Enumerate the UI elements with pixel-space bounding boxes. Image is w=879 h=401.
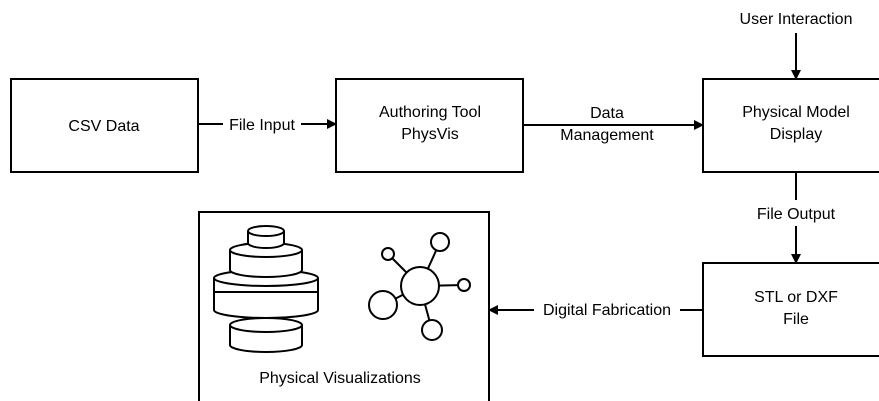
csv-data-node: CSV Data <box>10 78 199 173</box>
edge-label-file-input: File Input <box>229 117 295 134</box>
edge-label-data-management-line1: Data <box>590 105 624 122</box>
authoring-tool-node: Authoring Tool PhysVis <box>335 78 524 173</box>
edge-label-data-management-line2: Management <box>560 127 654 144</box>
physical-model-display-node: Physical Model Display <box>702 78 879 173</box>
network-node-icon <box>368 232 471 341</box>
authoring-tool-label-line1: Authoring Tool <box>379 104 481 121</box>
edge-label-digital-fabrication: Digital Fabrication <box>543 302 671 319</box>
physical-visualizations-node: Physical Visualizations <box>198 211 490 401</box>
physical-model-display-label-line2: Display <box>770 126 822 143</box>
physical-visualizations-label: Physical Visualizations <box>259 370 421 387</box>
stl-dxf-file-node: STL or DXF File <box>702 262 879 357</box>
stacked-cylinders-icon <box>213 225 319 353</box>
edge-label-file-output: File Output <box>757 206 836 223</box>
edge-user-interaction: User Interaction <box>740 11 853 80</box>
authoring-tool-label-line2: PhysVis <box>401 126 459 143</box>
edge-digital-fabrication: Digital Fabrication <box>488 302 703 319</box>
edge-file-output: File Output <box>757 172 836 264</box>
stl-dxf-file-label-line1: STL or DXF <box>754 289 838 306</box>
edge-file-input: File Input <box>198 117 337 134</box>
stl-dxf-file-label-line2: File <box>783 311 809 328</box>
physical-model-display-label-line1: Physical Model <box>742 104 850 121</box>
csv-data-label: CSV Data <box>68 118 139 135</box>
edge-data-management: Data Management <box>523 105 704 144</box>
edge-label-user-interaction: User Interaction <box>740 11 853 28</box>
